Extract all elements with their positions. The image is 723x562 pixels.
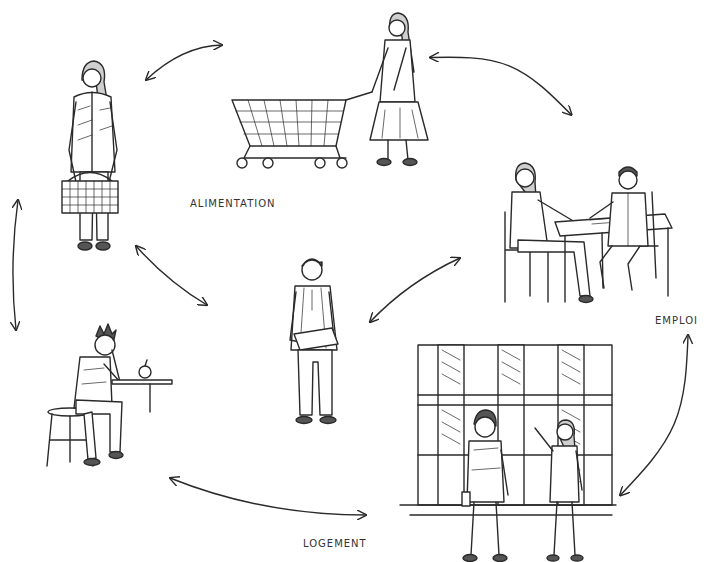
shopper-with-basket	[62, 181, 118, 213]
job-interview	[510, 192, 548, 248]
shopper-with-basket	[96, 242, 110, 250]
shopper-with-cart	[382, 108, 418, 138]
job-interview	[590, 202, 613, 218]
shopper-with-cart	[237, 158, 247, 168]
cycle-arrow	[620, 335, 688, 496]
scene-label: EMPLOI	[655, 315, 698, 326]
worried-person	[112, 380, 172, 384]
shopper-with-cart	[370, 102, 428, 140]
shopper-with-cart	[315, 158, 325, 168]
job-interview	[608, 193, 648, 246]
housing-scene	[438, 345, 464, 505]
housing-scene	[471, 450, 508, 555]
worried-person	[109, 452, 123, 459]
housing-scene	[467, 441, 504, 502]
shopper-with-basket	[78, 106, 112, 140]
job-interview	[619, 171, 637, 189]
housing-scene	[418, 345, 612, 505]
shopper-with-cart	[232, 100, 346, 146]
shopper-with-cart	[380, 40, 415, 102]
job-interview	[538, 200, 575, 222]
shopper-with-cart	[232, 13, 428, 168]
worried-person	[139, 366, 151, 378]
shopper-with-basket	[62, 61, 118, 250]
shopper-with-basket	[91, 92, 92, 172]
worried-person	[84, 412, 96, 460]
housing-scene	[462, 492, 470, 506]
housing-scene	[400, 505, 616, 515]
job-interview	[600, 246, 640, 290]
worried-person	[145, 360, 147, 366]
shopper-with-cart	[263, 158, 273, 168]
shopper-with-cart	[236, 100, 343, 146]
shopper-with-cart	[389, 20, 405, 36]
job-interview	[505, 163, 672, 303]
scene-node: ALIMENTATION	[180, 5, 430, 215]
central-person	[320, 417, 336, 424]
scene-node: LOGEMENT	[290, 345, 620, 560]
shopper-with-cart	[388, 140, 408, 160]
housing-scene	[493, 555, 507, 562]
central-person	[290, 259, 338, 424]
shopper-with-basket	[71, 93, 115, 173]
job-interview	[628, 193, 629, 246]
housing-scene	[550, 446, 579, 502]
shopper-with-basket	[68, 173, 112, 182]
scene-label: LOGEMENT	[303, 538, 367, 549]
scene-label: ALIMENTATION	[190, 198, 276, 209]
shopper-with-basket	[62, 181, 118, 213]
shopper-with-basket	[78, 242, 92, 250]
housing-scene	[557, 424, 573, 440]
scene-node: EMPLOI	[490, 115, 723, 335]
cycle-arrow	[370, 258, 460, 322]
shopper-with-cart	[403, 159, 417, 166]
shopper-with-cart	[372, 48, 406, 92]
shopper-with-basket	[83, 69, 101, 87]
housing-scene	[554, 502, 575, 555]
central-person	[291, 286, 337, 350]
central-person	[298, 350, 332, 415]
central-person	[302, 260, 322, 280]
housing-scene	[472, 448, 500, 470]
housing-scene	[547, 555, 559, 561]
shopper-with-cart	[244, 92, 372, 158]
job-interview	[579, 296, 593, 303]
housing-scene	[535, 428, 582, 490]
cycle-arrow	[170, 478, 366, 515]
central-person	[296, 417, 312, 424]
shopper-with-cart	[377, 159, 391, 166]
shopper-with-basket	[69, 102, 117, 182]
worried-person	[104, 350, 120, 382]
cycle-arrow	[13, 200, 18, 330]
housing-scene	[400, 345, 616, 562]
housing-scene	[571, 555, 583, 561]
worried-person	[82, 368, 106, 384]
cycle-arrow	[13, 45, 460, 515]
job-interview	[518, 240, 590, 296]
worried-person	[84, 459, 100, 466]
shopper-with-cart	[337, 158, 347, 168]
housing-scene	[475, 417, 495, 437]
cycle-arrow	[136, 246, 207, 305]
worried-person	[149, 384, 150, 412]
central-person	[294, 328, 338, 350]
cycle-arrow	[146, 45, 222, 80]
worried-person	[76, 400, 122, 452]
job-interview	[516, 169, 534, 187]
worried-person	[47, 324, 172, 466]
cycle-arrow	[430, 57, 572, 115]
housing-scene	[463, 555, 477, 562]
